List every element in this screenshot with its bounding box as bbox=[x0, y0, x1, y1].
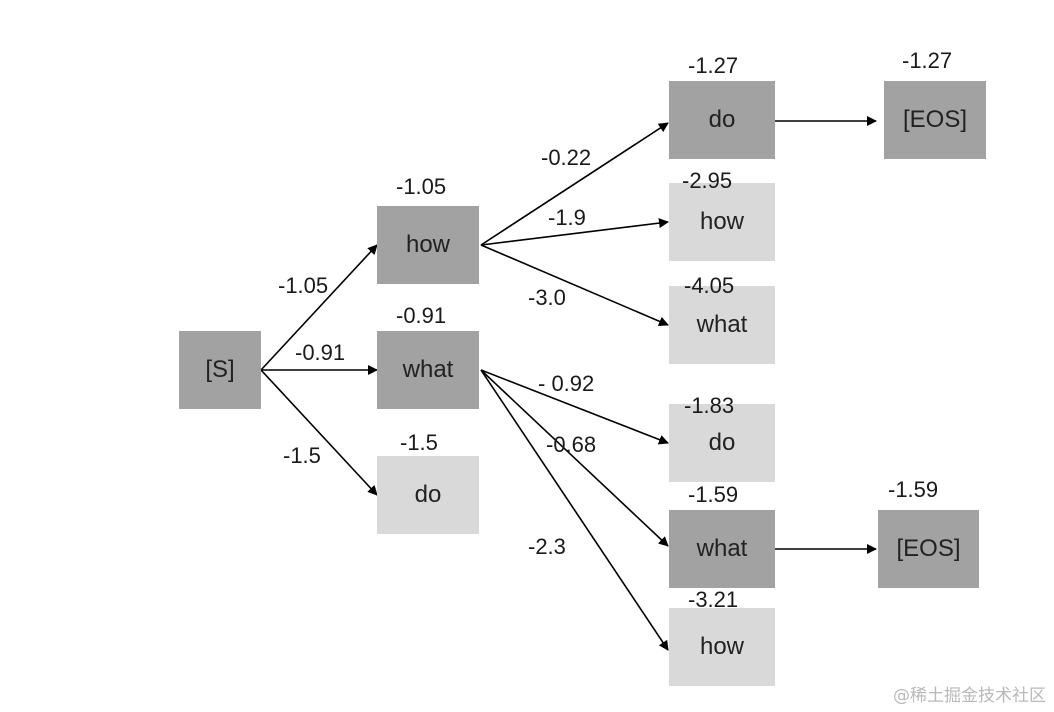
node-score-do2: -1.27 bbox=[688, 53, 739, 78]
node-how3: how bbox=[669, 608, 775, 686]
node-score-how1: -1.05 bbox=[396, 174, 447, 199]
node-score-eos1: -1.27 bbox=[902, 48, 953, 73]
node-eos1: [EOS] bbox=[884, 81, 986, 159]
edge-label-how1-how2: -1.9 bbox=[548, 205, 586, 230]
node-how2: how bbox=[669, 183, 775, 261]
watermark: @稀土掘金技术社区 bbox=[893, 686, 1046, 706]
node-s: [S] bbox=[179, 331, 261, 409]
edge-arrow-how1-do2 bbox=[480, 122, 669, 246]
node-score-what1: -0.91 bbox=[396, 303, 447, 328]
node-score-how2: -2.95 bbox=[682, 168, 733, 193]
node-score-do3: -1.83 bbox=[684, 393, 735, 418]
edge-arrow-how1-how2 bbox=[480, 218, 669, 246]
edge-label-s-how1: -1.05 bbox=[278, 273, 329, 298]
node-do1: do bbox=[377, 456, 479, 534]
node-score-what3: -1.59 bbox=[688, 482, 739, 507]
edge-arrow-s-how1 bbox=[260, 244, 378, 371]
edge-label-what1-how3: -2.3 bbox=[528, 534, 566, 559]
edge-label-s-what1: -0.91 bbox=[295, 340, 346, 365]
edge-label-how1-do2: -0.22 bbox=[541, 145, 592, 170]
node-do2: do bbox=[669, 81, 775, 159]
node-eos2: [EOS] bbox=[878, 510, 979, 588]
node-what2: what bbox=[669, 286, 775, 364]
edge-label-what1-what3: -0.68 bbox=[546, 432, 597, 457]
edge-arrow-what1-what3 bbox=[480, 369, 669, 547]
edge-label-s-do1: -1.5 bbox=[283, 443, 321, 468]
node-how1: how bbox=[377, 206, 479, 284]
edge-arrow-what1-how3 bbox=[480, 369, 669, 651]
edge-label-how1-what2: -3.0 bbox=[528, 285, 566, 310]
node-score-what2: -4.05 bbox=[684, 273, 735, 298]
node-score-do1: -1.5 bbox=[400, 430, 438, 455]
node-do3: do bbox=[669, 404, 775, 482]
node-score-eos2: -1.59 bbox=[888, 477, 939, 502]
edge-arrow-how1-what2 bbox=[480, 244, 669, 327]
edge-label-what1-do3: - 0.92 bbox=[538, 371, 595, 396]
node-what3: what bbox=[669, 510, 775, 588]
node-score-how3: -3.21 bbox=[688, 587, 739, 612]
node-what1: what bbox=[377, 331, 479, 409]
edge-arrow-s-do1 bbox=[260, 369, 378, 496]
edge-arrow-what1-do3 bbox=[480, 369, 669, 445]
